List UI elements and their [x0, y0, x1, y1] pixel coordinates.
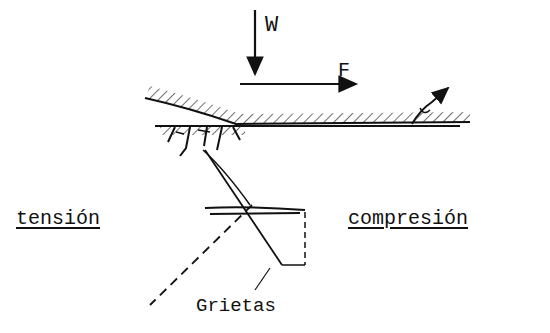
wear-particle — [412, 88, 448, 124]
stress-zone-line — [304, 212, 306, 265]
wear-particle — [420, 108, 430, 113]
lower-surface — [155, 125, 460, 127]
region-label: tensión — [16, 208, 100, 230]
region-label: compresión — [348, 208, 468, 230]
upper-body-hatch — [145, 86, 470, 124]
load-arrow — [254, 10, 256, 74]
upper-surface — [145, 98, 470, 124]
force-label: F — [338, 60, 350, 82]
subsurface-crack — [203, 150, 250, 205]
subsurface-crack — [205, 207, 305, 214]
crack-label: Grietas — [196, 296, 276, 317]
stress-zone-line — [150, 205, 252, 305]
load-label: W — [265, 14, 278, 38]
stress-zone-line — [282, 264, 305, 266]
force-arrow — [240, 83, 356, 85]
surface-cracks — [176, 130, 210, 134]
leader-line — [255, 268, 270, 290]
